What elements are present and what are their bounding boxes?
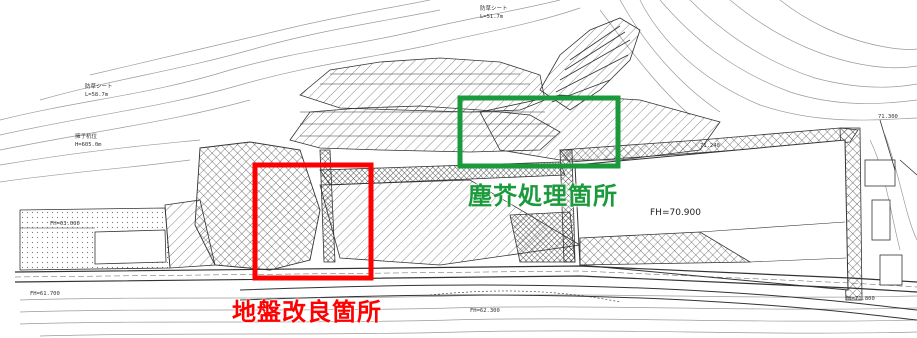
ground-improvement-box [252,162,374,281]
elevation-bottom-left: FH=61.700 [30,291,60,297]
fill-platform [574,139,849,291]
elevation-far-right: FH=71.800 [845,296,875,302]
debris-processing-label: 塵芥処理箇所 [468,182,618,210]
elevation-bottom-mid: FH=62.300 [470,308,500,314]
sheet-note-left: 防草シート [85,82,113,90]
elevation-left: FH=63.000 [50,221,80,227]
post-note: 擁子杭位 [75,132,98,140]
debris-processing-box [457,95,621,169]
post-note-sub: H=605.0m [75,142,102,148]
elevation-right-mid: 71.240 [700,143,720,149]
plan-annotations: 防草シート L=58.7m 防草シート L=51.7m 擁子杭位 H=605.0… [30,4,898,314]
left-platform [19,207,171,271]
left-slope-block [164,141,321,271]
sheet-note-top-sub: L=51.7m [480,14,504,20]
sheet-note-left-sub: L=58.7m [85,92,109,98]
ground-improvement-label: 地盤改良箇所 [232,298,382,326]
sheet-note-top: 防草シート [480,4,508,12]
elevation-main: FH=70.900 [650,208,701,218]
right-structures [864,119,917,286]
elevation-right-top: 71.300 [878,114,898,120]
